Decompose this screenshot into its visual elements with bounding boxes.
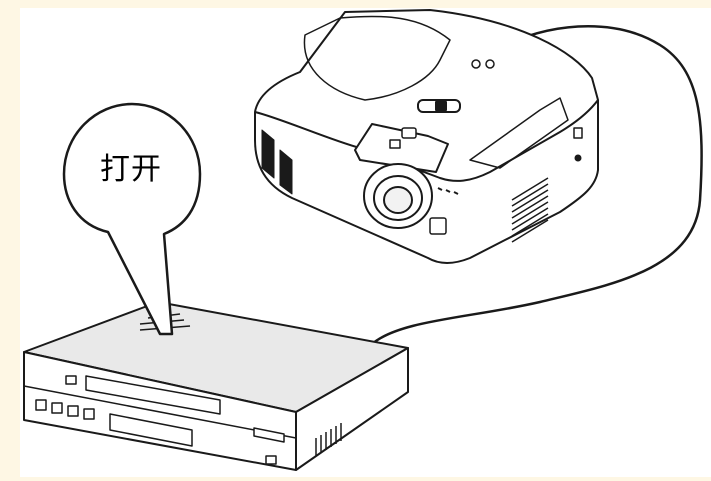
projector-side-vent <box>261 129 293 195</box>
projector-top-edge <box>254 99 599 182</box>
projector-sensor-dot-1 <box>471 59 481 69</box>
callout-text: 打开 <box>100 152 162 187</box>
projector-lamp-cover <box>303 15 451 101</box>
dvd-player-display <box>109 413 193 447</box>
projector-focus-tab <box>389 139 401 149</box>
dvd-player-icon <box>23 301 409 471</box>
projector-lens-slider-knob <box>435 101 447 111</box>
dvd-player-button-1 <box>35 399 47 411</box>
dvd-player-disc-tray <box>85 375 221 415</box>
projector-indicator-2 <box>445 189 451 193</box>
dvd-player-slot <box>253 427 285 443</box>
callout-bubble <box>62 102 202 336</box>
dvd-player-front-divider <box>23 385 297 439</box>
dvd-player-power-button <box>65 375 77 385</box>
dvd-player-side <box>295 347 409 471</box>
projector-rear-vents <box>511 177 549 243</box>
projector-front-button <box>429 217 447 235</box>
projector-zoom-lever <box>401 127 417 139</box>
video-cable <box>371 25 703 345</box>
projector-sensor-dot-2 <box>485 59 495 69</box>
dvd-player-button-4 <box>83 408 95 420</box>
projector-indicator-1 <box>437 187 443 191</box>
dvd-player-button-3 <box>67 405 79 417</box>
projector-security-slot <box>574 154 582 162</box>
projector-icon <box>254 9 599 264</box>
dvd-player-side-vents <box>315 423 342 456</box>
projector-lens-housing-top <box>354 123 449 173</box>
dvd-player-small-port <box>265 455 277 465</box>
projector-control-panel <box>469 97 569 169</box>
projector-indicator-3 <box>453 191 459 195</box>
dvd-player-button-2 <box>51 402 63 414</box>
projector-side-port <box>573 127 583 139</box>
projector-lens-inner <box>383 186 413 214</box>
